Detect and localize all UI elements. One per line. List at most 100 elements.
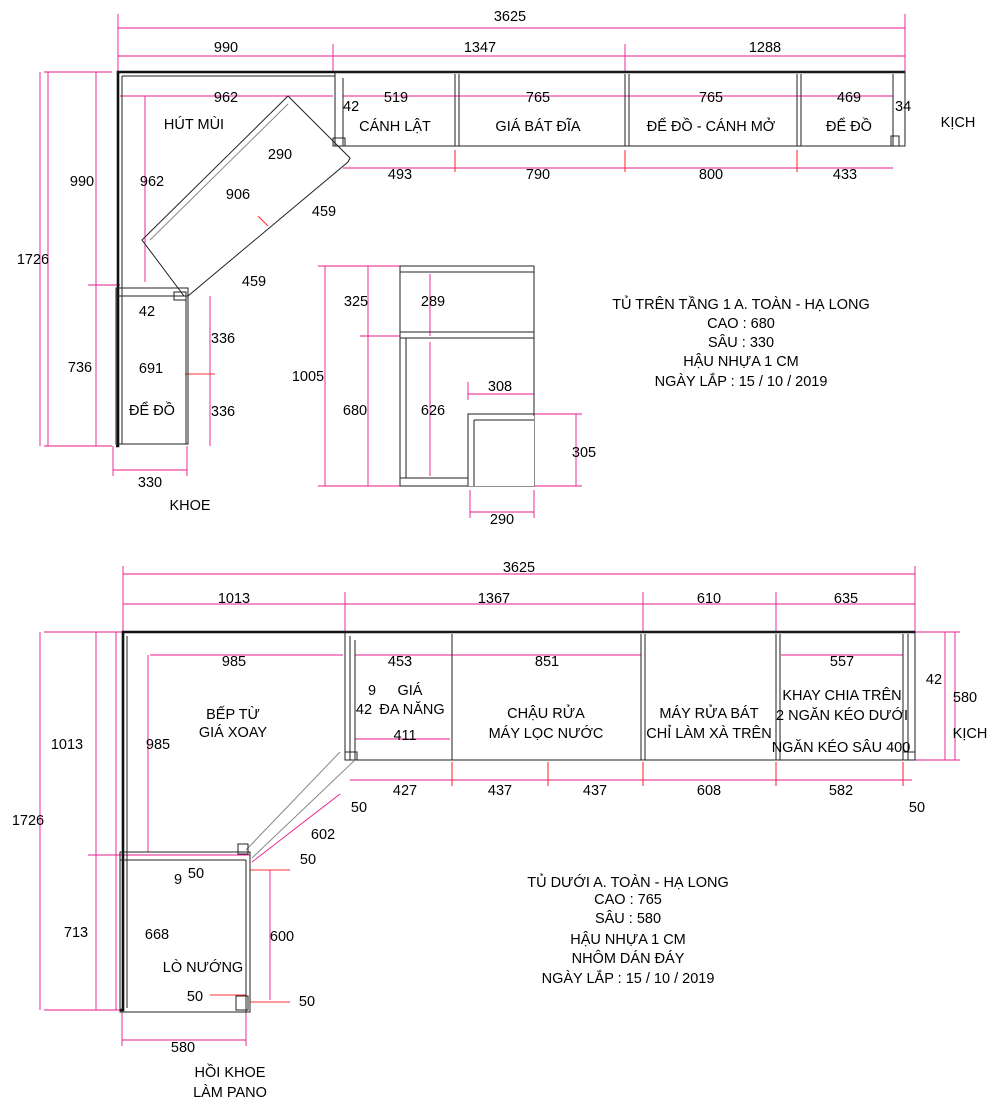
upper-d765b: 765 xyxy=(699,90,723,106)
upper-note: TỦ TRÊN TẦNG 1 A. TOÀN - HẠ LONG CAO : 6… xyxy=(612,295,870,390)
label-de-do-right: ĐỂ ĐỒ xyxy=(826,117,872,135)
lower-d50e: 50 xyxy=(187,989,203,1005)
label-bep-tu: BẾP TỪ xyxy=(206,706,260,723)
upper-d519: 519 xyxy=(384,90,408,106)
lower-left-total: 1726 xyxy=(12,813,44,829)
upper-seg1: 990 xyxy=(214,40,238,56)
section-h626: 626 xyxy=(421,403,445,419)
lower-left-bottom: 713 xyxy=(64,925,88,941)
upper-note-hau: HẬU NHỰA 1 CM xyxy=(683,353,799,370)
upper-d433: 433 xyxy=(833,167,857,183)
lower-note-title: TỦ DƯỚI A. TOÀN - HẠ LONG xyxy=(527,873,729,891)
lower-note-ngay: NGÀY LẮP : 15 / 10 / 2019 xyxy=(542,969,715,987)
upper-note-ngay: NGÀY LẮP : 15 / 10 / 2019 xyxy=(655,372,828,390)
lower-top-dimensions xyxy=(122,566,960,786)
upper-d691: 691 xyxy=(139,361,163,377)
upper-left-total: 1726 xyxy=(17,252,49,268)
lower-d50d: 50 xyxy=(188,866,204,882)
lower-dimension-labels: 3625 1013 1367 610 635 985 453 851 557 9… xyxy=(12,560,977,1056)
section-h680: 680 xyxy=(343,403,367,419)
upper-dimension-labels: 3625 990 1347 1288 962 42 519 765 765 46… xyxy=(17,9,911,491)
lower-seg4: 635 xyxy=(834,591,858,607)
upper-d336b: 336 xyxy=(211,404,235,420)
lower-d427: 427 xyxy=(393,783,417,799)
lower-left-dimensions xyxy=(39,631,341,1046)
upper-diag-a: 290 xyxy=(268,147,292,163)
label-lo-nuong: LÒ NƯỚNG xyxy=(163,959,243,976)
section-h1005: 1005 xyxy=(292,369,324,385)
label-de-do-canh-mo: ĐỂ ĐỒ - CÁNH MỞ xyxy=(647,117,776,135)
upper-d42: 42 xyxy=(343,99,359,115)
upper-cabinet-outline xyxy=(115,70,906,448)
upper-note-cao: CAO : 680 xyxy=(707,316,775,332)
label-kich-lower: KỊCH xyxy=(953,726,988,742)
lower-left-total-label: 1013 xyxy=(51,737,83,753)
lower-d42a: 42 xyxy=(356,702,372,718)
lower-d608: 608 xyxy=(697,783,721,799)
upper-diag-d: 459 xyxy=(242,274,266,290)
lower-d50a: 50 xyxy=(351,800,367,816)
lower-cabinet-plan: 3625 1013 1367 610 635 985 453 851 557 9… xyxy=(12,560,987,1101)
section-h325: 325 xyxy=(344,294,368,310)
lower-d42r: 42 xyxy=(926,672,942,688)
section-w290: 290 xyxy=(490,512,514,528)
section-h289: 289 xyxy=(421,294,445,310)
lower-note-nhom: NHÔM DÁN ĐÁY xyxy=(572,950,685,967)
upper-d493: 493 xyxy=(388,167,412,183)
upper-top-dimensions xyxy=(117,14,906,172)
lower-d453: 453 xyxy=(388,654,412,670)
lower-d437b: 437 xyxy=(583,783,607,799)
label-de-do-left: ĐỂ ĐỒ xyxy=(129,401,175,419)
upper-cabinet-labels: HÚT MÙI CÁNH LẬT GIÁ BÁT ĐĨA ĐỂ ĐỒ - CÁN… xyxy=(129,115,975,514)
lower-note: TỦ DƯỚI A. TOÀN - HẠ LONG CAO : 765 SÂU … xyxy=(527,873,729,987)
upper-d800: 800 xyxy=(699,167,723,183)
lower-note-sau: SÂU : 580 xyxy=(595,910,661,927)
upper-d42-left: 42 xyxy=(139,304,155,320)
lower-d50f: 50 xyxy=(299,994,315,1010)
lower-d557: 557 xyxy=(830,654,854,670)
upper-d469: 469 xyxy=(837,90,861,106)
label-hoi-khoe: HỒI KHOE xyxy=(195,1063,266,1081)
lower-bottom-width: 580 xyxy=(171,1040,195,1056)
lower-d50b: 50 xyxy=(909,800,925,816)
lower-cabinet-outline xyxy=(119,630,916,1013)
upper-seg3: 1288 xyxy=(749,40,781,56)
label-canh-lat: CÁNH LẬT xyxy=(359,118,431,135)
lower-d668: 668 xyxy=(145,927,169,943)
lower-seg3: 610 xyxy=(697,591,721,607)
label-gia-bat-dia: GIÁ BÁT ĐĨA xyxy=(495,118,580,135)
upper-diag-b: 906 xyxy=(226,187,250,203)
upper-total-width: 3625 xyxy=(494,9,526,25)
lower-d602: 602 xyxy=(311,827,335,843)
upper-d765a: 765 xyxy=(526,90,550,106)
upper-d336a: 336 xyxy=(211,331,235,347)
upper-note-title: TỦ TRÊN TẦNG 1 A. TOÀN - HẠ LONG xyxy=(612,295,870,313)
label-gia: GIÁ xyxy=(398,682,423,699)
upper-top-inner: 962 xyxy=(214,90,238,106)
label-ngan-keo-sau: NGĂN KÉO SÂU 400 xyxy=(772,739,911,756)
label-hai-ngan-keo-duoi: 2 NGĂN KÉO DƯỚI xyxy=(776,707,908,724)
upper-d790: 790 xyxy=(526,167,550,183)
upper-left-top: 990 xyxy=(70,174,94,190)
upper-left-dimensions xyxy=(39,71,215,476)
upper-section-view: 325 289 1005 680 626 308 305 290 xyxy=(292,265,596,528)
upper-cabinet-plan: 3625 990 1347 1288 962 42 519 765 765 46… xyxy=(17,9,975,514)
label-gia-xoay: GIÁ XOAY xyxy=(199,724,268,741)
label-khoe: KHOE xyxy=(169,498,210,514)
lower-note-cao: CAO : 765 xyxy=(594,892,662,908)
lower-d580r: 580 xyxy=(953,690,977,706)
lower-seg2: 1367 xyxy=(478,591,510,607)
lower-total-width: 3625 xyxy=(503,560,535,576)
label-khay-chia-tren: KHAY CHIA TRÊN xyxy=(782,687,901,704)
lower-d50c: 50 xyxy=(300,852,316,868)
section-w308: 308 xyxy=(488,379,512,395)
label-may-loc-nuoc: MÁY LỌC NƯỚC xyxy=(489,725,604,742)
lower-seg1: 1013 xyxy=(218,591,250,607)
label-da-nang: ĐA NĂNG xyxy=(379,701,444,718)
lower-d437a: 437 xyxy=(488,783,512,799)
lower-cabinet-labels: BẾP TỪ GIÁ XOAY GIÁ ĐA NĂNG CHẬU RỬA MÁY… xyxy=(163,682,988,1101)
lower-d851: 851 xyxy=(535,654,559,670)
lower-note-hau: HẬU NHỰA 1 CM xyxy=(570,931,686,948)
lower-d985b: 985 xyxy=(146,737,170,753)
label-lam-pano: LÀM PANO xyxy=(193,1084,267,1101)
